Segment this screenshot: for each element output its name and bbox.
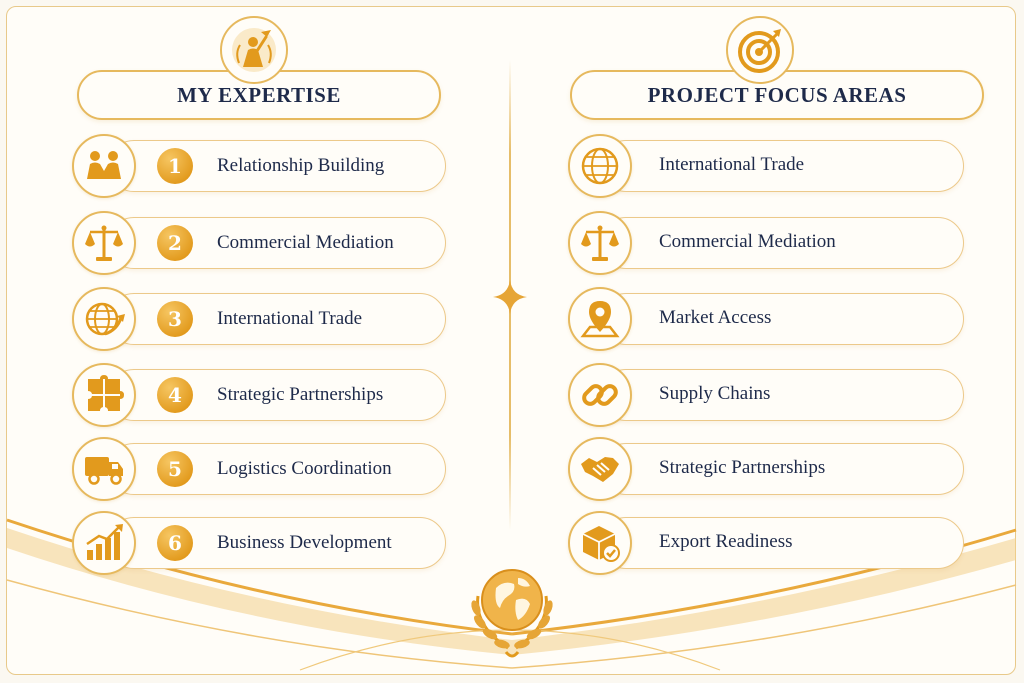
focus-item <box>600 217 964 269</box>
scales-icon <box>568 211 632 275</box>
focus-header: PROJECT FOCUS AREAS <box>570 70 984 120</box>
focus-item-label: Market Access <box>659 307 772 328</box>
item-number-badge: 1 <box>157 148 193 184</box>
focus-item <box>600 517 964 569</box>
truck-icon <box>72 437 136 501</box>
scales-icon <box>72 211 136 275</box>
expertise-title: MY EXPERTISE <box>177 82 341 107</box>
expertise-item-label: International Trade <box>217 308 363 329</box>
puzzle-icon <box>72 363 136 427</box>
focus-item-label: International Trade <box>659 154 805 175</box>
globe-arrow-icon <box>72 287 136 351</box>
item-number-badge: 4 <box>157 377 193 413</box>
handshake-icon <box>568 437 632 501</box>
item-number-badge: 2 <box>157 225 193 261</box>
package-check-icon <box>568 511 632 575</box>
item-number-badge: 5 <box>157 451 193 487</box>
focus-item <box>600 293 964 345</box>
focus-item-label: Supply Chains <box>659 383 771 404</box>
item-number-badge: 3 <box>157 301 193 337</box>
graduate-achievement-icon <box>220 16 288 84</box>
item-number-badge: 6 <box>157 525 193 561</box>
expertise-item-label: Logistics Coordination <box>217 458 392 479</box>
growth-chart-icon <box>72 511 136 575</box>
expertise-item-label: Strategic Partnerships <box>217 384 384 405</box>
map-pin-icon <box>568 287 632 351</box>
target-icon <box>726 16 794 84</box>
focus-item <box>600 369 964 421</box>
globe-laurel-icon <box>471 569 553 658</box>
focus-item <box>600 443 964 495</box>
globe-icon <box>568 134 632 198</box>
sparkle-icon <box>493 280 527 314</box>
focus-item-label: Commercial Mediation <box>659 231 836 252</box>
focus-item <box>600 140 964 192</box>
focus-item-label: Export Readiness <box>659 531 793 552</box>
expertise-item-label: Commercial Mediation <box>217 232 394 253</box>
focus-title: PROJECT FOCUS AREAS <box>647 82 907 107</box>
chain-link-icon <box>568 363 632 427</box>
expertise-item-label: Relationship Building <box>217 155 385 176</box>
expertise-item-label: Business Development <box>217 532 392 553</box>
focus-item-label: Strategic Partnerships <box>659 457 826 478</box>
handshake-people-icon <box>72 134 136 198</box>
